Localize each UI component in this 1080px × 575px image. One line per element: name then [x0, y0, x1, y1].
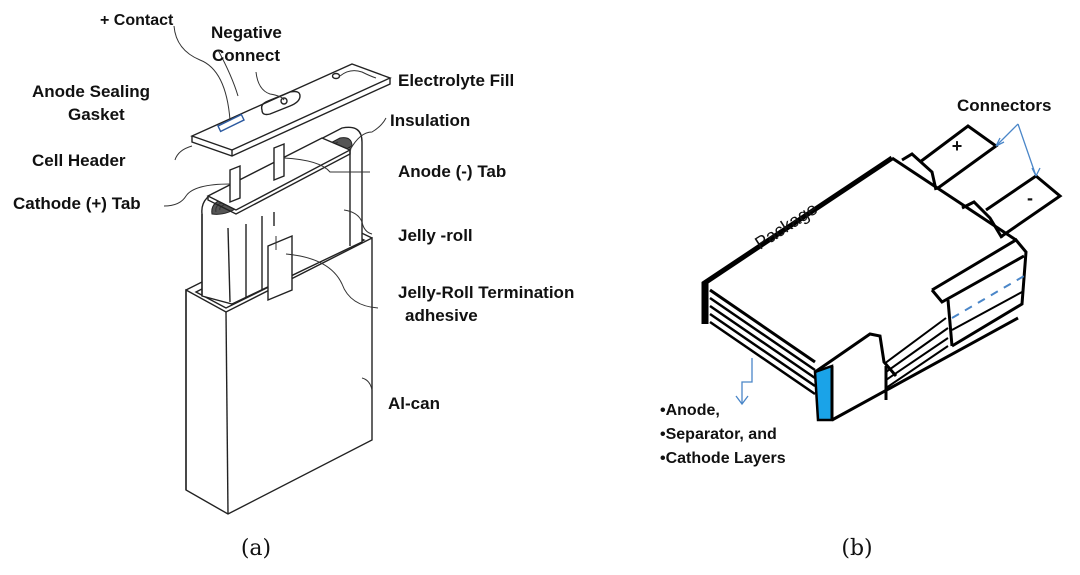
- label-insulation: Insulation: [390, 111, 470, 130]
- leader-lines-a: [163, 25, 387, 391]
- label-al-can: Al-can: [388, 394, 440, 413]
- cell-header: [190, 63, 392, 157]
- label-jelly-roll: Jelly -roll: [398, 226, 473, 245]
- label-layers-3: •Cathode Layers: [660, 450, 786, 467]
- connector-plus: +: [901, 124, 999, 191]
- anode-tab: [273, 142, 285, 182]
- negative-connect-slot: [260, 90, 301, 116]
- label-cell-header: Cell Header: [32, 151, 126, 170]
- label-anode-gasket-1: Anode Sealing: [32, 82, 150, 101]
- labels-panel-a: + Contact Negative Connect Anode Sealing…: [13, 12, 574, 413]
- connector-arrows: [995, 123, 1041, 177]
- blue-end-cap: [813, 364, 834, 422]
- label-termination-1: Jelly-Roll Termination: [398, 283, 574, 302]
- plus-contact-window: [217, 113, 245, 133]
- label-cathode-tab: Cathode (+) Tab: [13, 194, 141, 213]
- label-electrolyte-fill: Electrolyte Fill: [398, 71, 514, 90]
- label-connectors: Connectors: [957, 96, 1051, 115]
- label-negative-connect-1: Negative: [211, 23, 282, 42]
- label-anode-gasket-2: Gasket: [68, 105, 125, 124]
- plus-sign: +: [952, 136, 963, 156]
- label-plus-contact: + Contact: [100, 12, 174, 29]
- caption-a: (a): [241, 536, 271, 561]
- label-layers-1: •Anode,: [660, 402, 720, 419]
- termination-adhesive: [267, 234, 293, 302]
- label-negative-connect-2: Connect: [212, 46, 280, 65]
- layers-arrow: [735, 358, 753, 406]
- cathode-tab: [229, 164, 241, 204]
- minus-sign: -: [1027, 188, 1033, 208]
- label-anode-tab: Anode (-) Tab: [398, 162, 506, 181]
- package-top-edge: [701, 155, 894, 287]
- electrode-layers: [709, 288, 816, 396]
- electrolyte-fill-port: [331, 72, 341, 80]
- caption-b: (b): [841, 536, 872, 561]
- label-layers-2: •Separator, and: [660, 426, 777, 443]
- label-termination-2: adhesive: [405, 306, 478, 325]
- panel-a-pouch-prismatic-cell: + Contact Negative Connect Anode Sealing…: [13, 12, 574, 561]
- panel-b-pouch-cell: + - Connectors Package •Anode, •Separato…: [660, 96, 1063, 561]
- connector-minus: -: [961, 174, 1063, 239]
